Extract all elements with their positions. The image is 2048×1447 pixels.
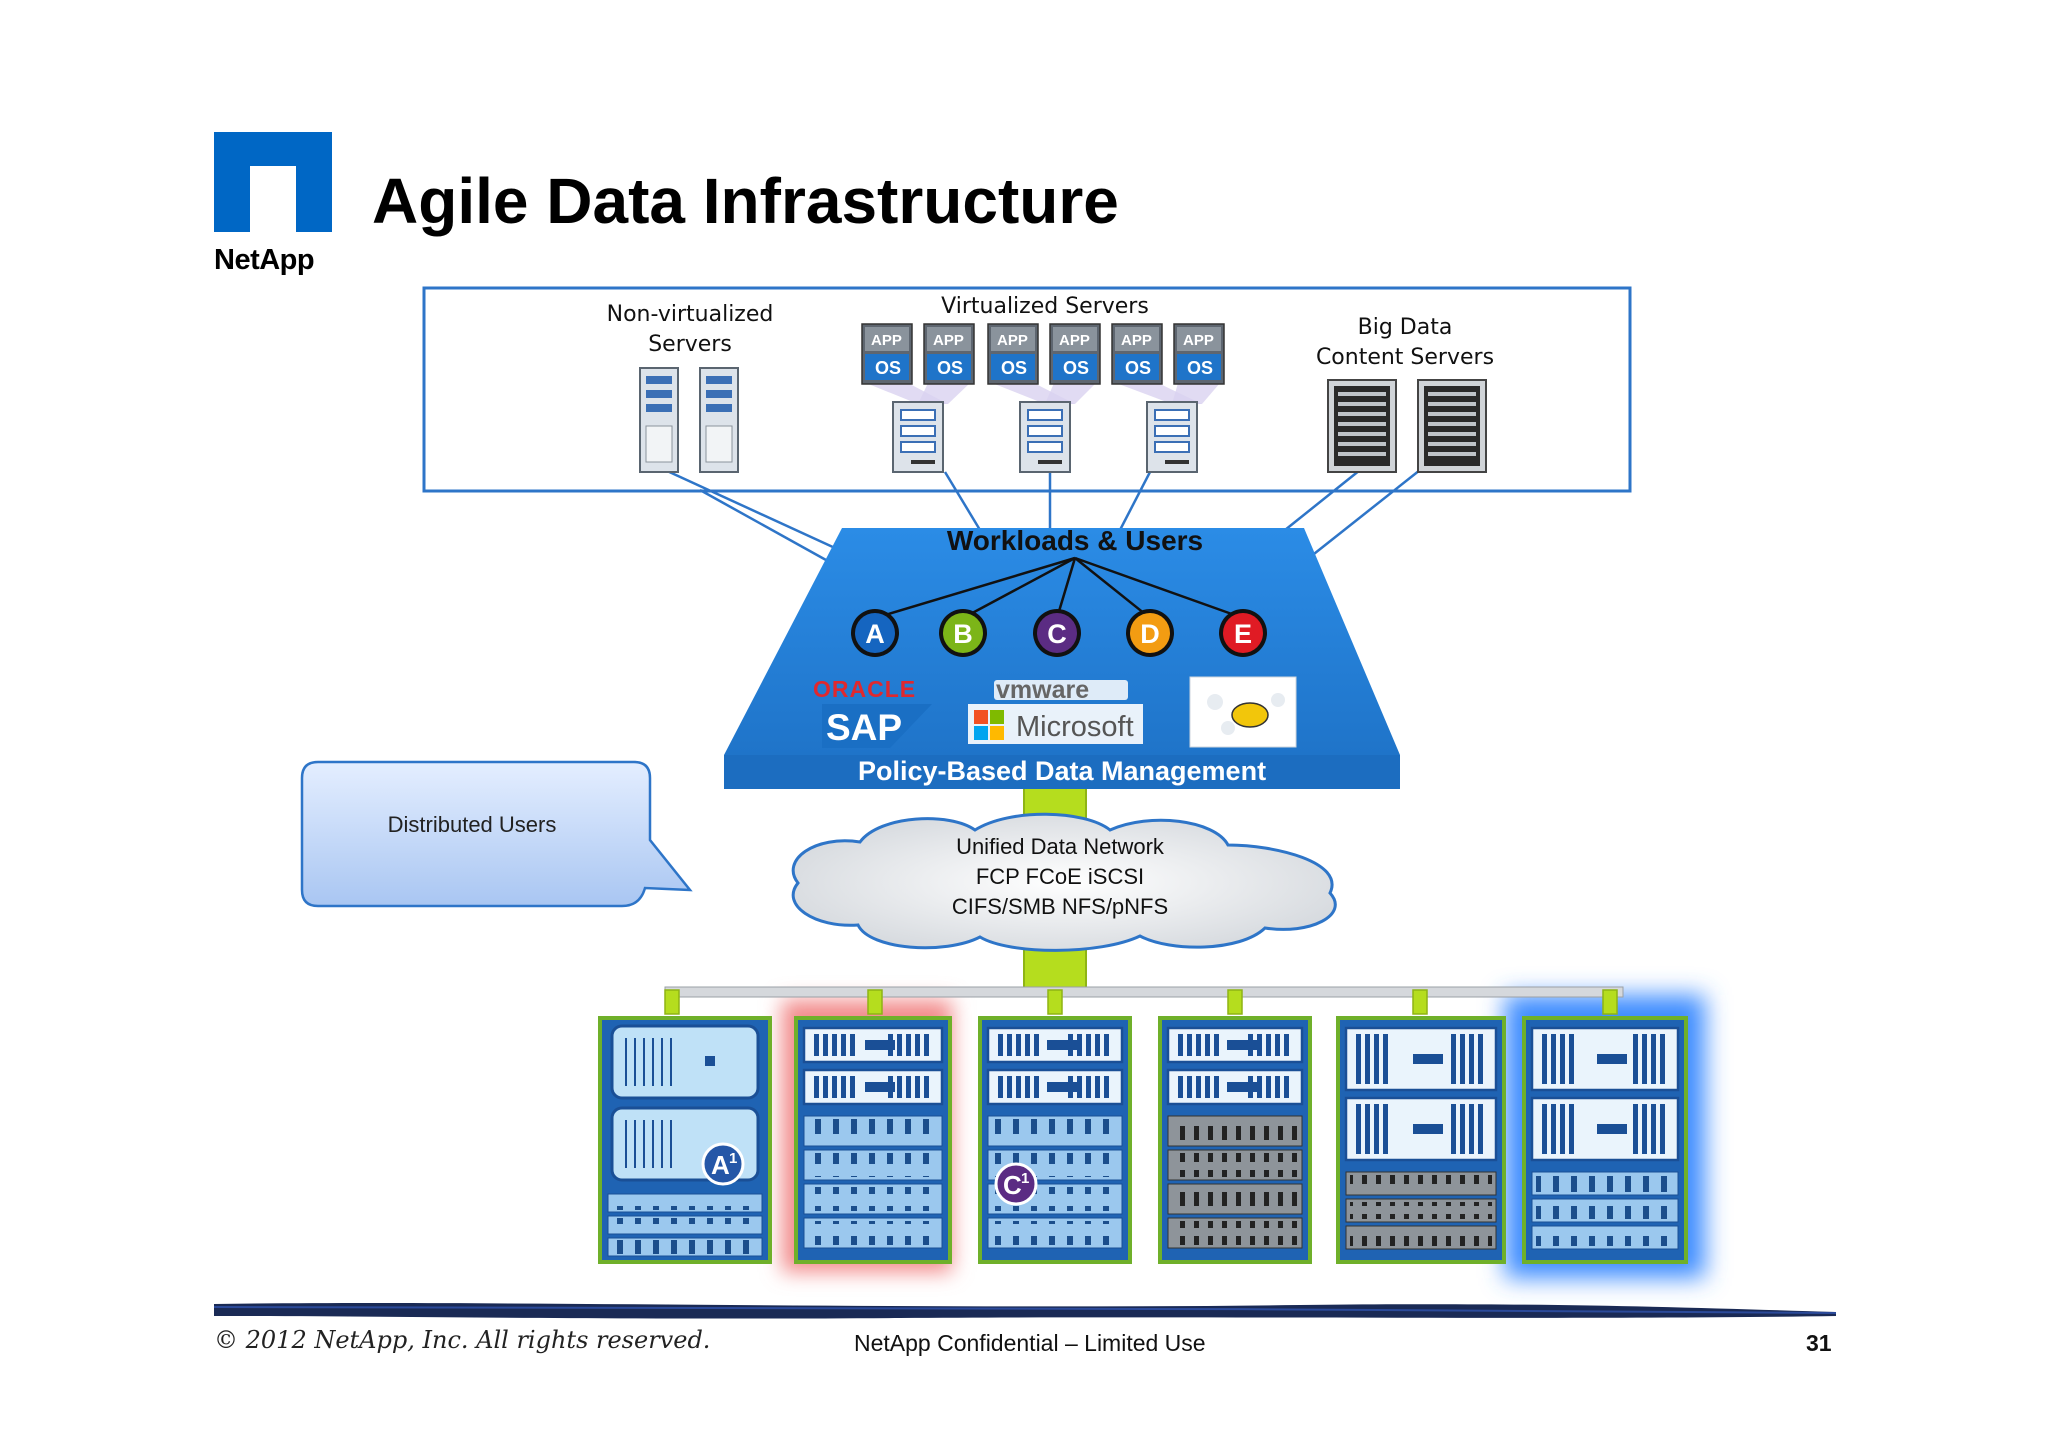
svg-text:E: E bbox=[1234, 619, 1252, 649]
svg-text:D: D bbox=[1140, 619, 1160, 649]
workload-circles: A B C D E bbox=[851, 609, 1267, 657]
policy-bar-label: Policy-Based Data Management bbox=[857, 756, 1267, 786]
sap-logo-icon: SAP bbox=[822, 704, 932, 748]
svg-text:1: 1 bbox=[1021, 1170, 1029, 1187]
badge-a1: A 1 bbox=[701, 1142, 745, 1186]
vm-stack: APP OS bbox=[861, 323, 913, 385]
workload-circle-d: D bbox=[1126, 609, 1174, 657]
svg-text:OS: OS bbox=[875, 358, 901, 378]
callout-text: Distributed Users bbox=[387, 812, 557, 837]
netapp-logo-icon bbox=[214, 132, 332, 232]
storage-array bbox=[1158, 1016, 1312, 1264]
storage-rail bbox=[664, 986, 1624, 1015]
svg-text:APP: APP bbox=[1121, 332, 1152, 349]
svg-text:1: 1 bbox=[729, 1150, 737, 1167]
page-number: 31 bbox=[1806, 1330, 1832, 1356]
svg-text:APP: APP bbox=[997, 332, 1028, 349]
network-cloud bbox=[791, 812, 1337, 952]
vm-stack: APP OS bbox=[1049, 323, 1101, 385]
storage-array bbox=[794, 1016, 952, 1264]
virtualized-host-icons bbox=[892, 401, 1198, 473]
svg-text:B: B bbox=[953, 619, 973, 649]
workload-circle-a: A bbox=[851, 609, 899, 657]
storage-arrays bbox=[598, 1016, 1688, 1264]
vm-stacks: APP OS APP OS APP OS APP OS APP OS APP OS bbox=[861, 323, 1225, 404]
storage-array bbox=[1522, 1016, 1688, 1264]
svg-text:Microsoft: Microsoft bbox=[1016, 711, 1134, 743]
storage-array bbox=[1336, 1016, 1506, 1264]
non-virtualized-server-icons bbox=[639, 367, 739, 473]
footer-confidential: NetApp Confidential – Limited Use bbox=[854, 1330, 1206, 1356]
svg-text:APP: APP bbox=[933, 332, 964, 349]
hadoop-logo-icon bbox=[1189, 676, 1297, 748]
svg-text:OS: OS bbox=[1001, 358, 1027, 378]
logo-text: NetApp bbox=[214, 244, 315, 276]
network-label: Unified Data Network FCP FCoE iSCSI CIFS… bbox=[951, 834, 1169, 919]
big-data-server-icons bbox=[1327, 379, 1487, 473]
svg-text:APP: APP bbox=[1183, 332, 1214, 349]
callout-bubble bbox=[300, 760, 693, 908]
svg-text:A: A bbox=[865, 619, 885, 649]
virtualized-label: Virtualized Servers bbox=[941, 294, 1149, 319]
svg-text:OS: OS bbox=[1063, 358, 1089, 378]
vmware-logo-icon: vmware bbox=[994, 676, 1128, 704]
svg-text:SAP: SAP bbox=[826, 707, 902, 748]
vm-stack: APP OS bbox=[923, 323, 975, 385]
svg-text:C: C bbox=[1047, 619, 1067, 649]
workload-circle-c: C bbox=[1033, 609, 1081, 657]
workloads-title: Workloads & Users bbox=[946, 525, 1204, 556]
workload-circle-e: E bbox=[1219, 609, 1267, 657]
vm-stack: APP OS bbox=[1111, 323, 1163, 385]
svg-text:vmware: vmware bbox=[996, 676, 1089, 704]
storage-array bbox=[598, 1016, 772, 1264]
svg-text:APP: APP bbox=[871, 332, 902, 349]
svg-text:APP: APP bbox=[1059, 332, 1090, 349]
workload-tree-lines bbox=[874, 556, 1244, 620]
svg-text:OS: OS bbox=[1187, 358, 1213, 378]
storage-array bbox=[978, 1016, 1132, 1264]
svg-text:OS: OS bbox=[937, 358, 963, 378]
policy-bar bbox=[724, 755, 1400, 789]
footer-copyright: © 2012 NetApp, Inc. All rights reserved. bbox=[214, 1326, 711, 1354]
svg-text:C: C bbox=[1003, 1170, 1022, 1200]
svg-text:OS: OS bbox=[1125, 358, 1151, 378]
workload-circle-b: B bbox=[939, 609, 987, 657]
big-data-label: Big Data Content Servers bbox=[1315, 315, 1495, 370]
svg-text:A: A bbox=[711, 1150, 730, 1180]
microsoft-logo-icon: Microsoft bbox=[968, 704, 1143, 744]
badge-c1: C 1 bbox=[994, 1162, 1038, 1206]
oracle-logo: ORACLE bbox=[813, 676, 916, 702]
non-virtualized-label: Non-virtualized Servers bbox=[606, 302, 774, 357]
server-connection-lines bbox=[664, 468, 1421, 567]
vm-stack: APP OS bbox=[1173, 323, 1225, 385]
page-title: Agile Data Infrastructure bbox=[372, 165, 1119, 237]
vm-stack: APP OS bbox=[987, 323, 1039, 385]
